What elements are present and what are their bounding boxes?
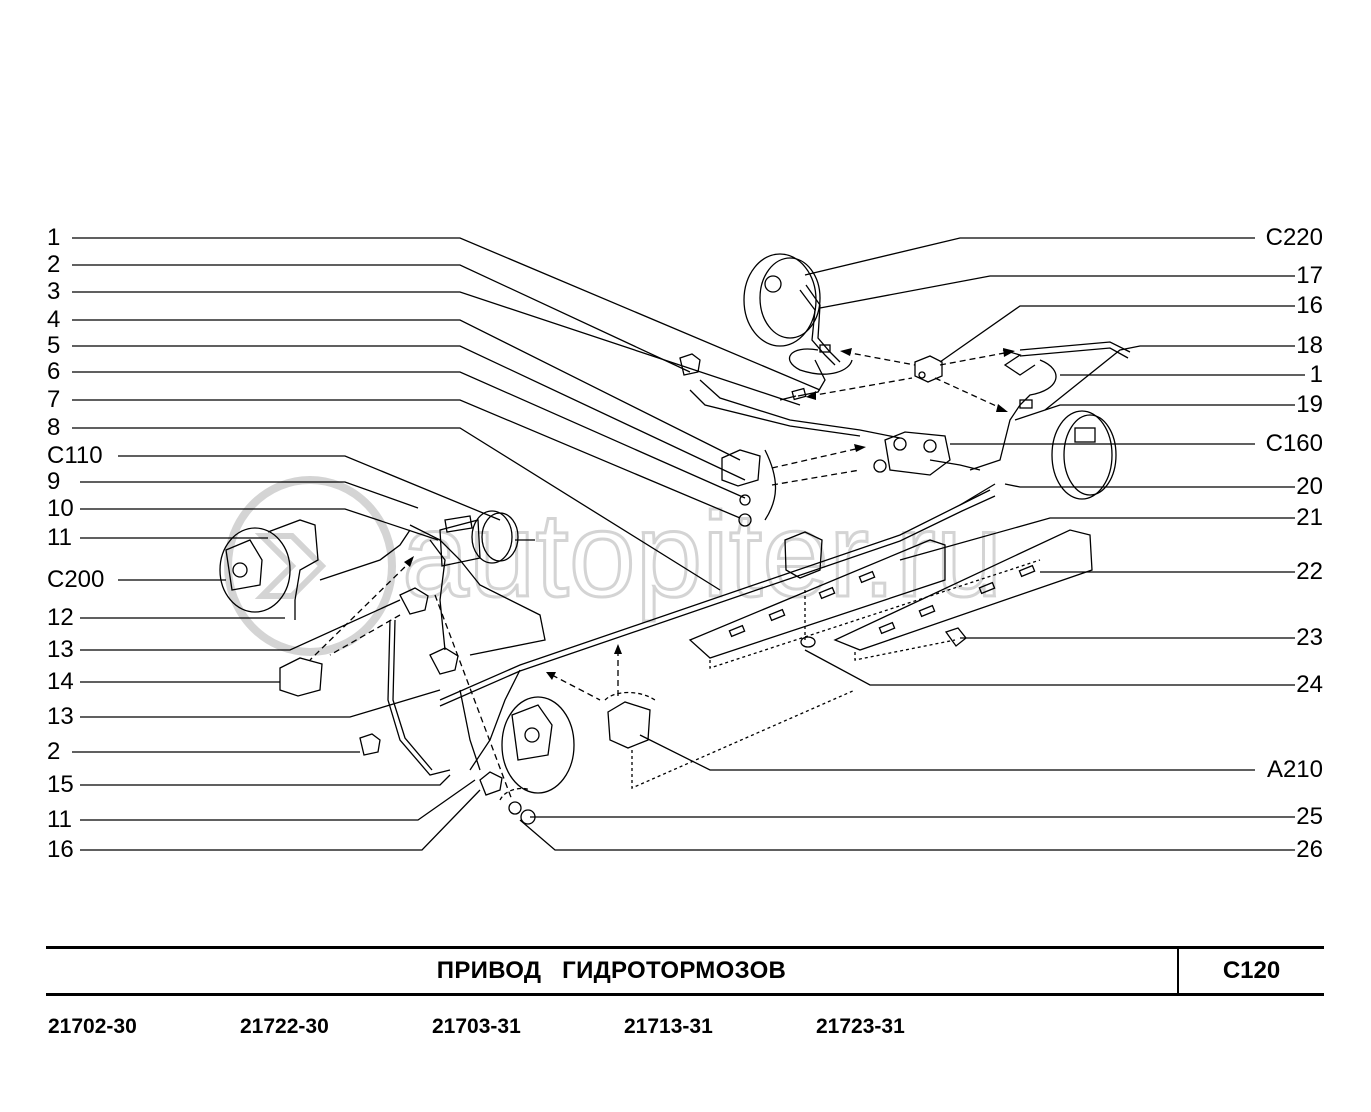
label-left-1: 1 — [47, 224, 61, 251]
nut-25-26 — [499, 787, 536, 825]
label-right-24: 24 — [1296, 671, 1323, 698]
label-left-12: 12 — [47, 604, 74, 631]
washer-24 — [800, 636, 816, 648]
leader-lines-left — [72, 237, 821, 851]
model-code: 21722-30 — [240, 1015, 329, 1038]
watermark-logo: autopiter.ru — [224, 476, 1004, 656]
title-separator — [1177, 949, 1179, 993]
label-left-14: 14 — [47, 668, 74, 695]
arrowheads — [404, 348, 1015, 680]
label-left-7: 7 — [47, 386, 61, 413]
clip-23 — [944, 627, 967, 647]
label-right-C160: C160 — [1265, 430, 1323, 457]
rail-22 — [833, 529, 1093, 651]
tee-fitting-top — [914, 355, 943, 383]
label-left-16: 16 — [47, 836, 74, 863]
label-left-6: 6 — [47, 358, 61, 385]
label-left-4: 4 — [47, 306, 61, 333]
label-right-21: 21 — [1296, 504, 1323, 531]
model-code: 21703-31 — [432, 1015, 521, 1038]
label-left-11: 11 — [47, 524, 72, 551]
label-left-13a: 13 — [47, 636, 74, 663]
dashed-arrows — [309, 351, 1011, 801]
diagram-title: ПРИВОД ГИДРОТОРМОЗОВ — [436, 957, 787, 984]
label-right-C220: C220 — [1265, 224, 1323, 251]
label-left-11b: 11 — [47, 806, 72, 833]
label-left-15: 15 — [47, 771, 74, 798]
label-right-18: 18 — [1296, 332, 1323, 359]
rail-21 — [688, 539, 946, 659]
rail-guides — [709, 559, 1041, 669]
label-left-9: 9 — [47, 468, 61, 495]
model-code: 21702-30 — [48, 1015, 137, 1038]
model-code: 21723-31 — [816, 1015, 905, 1038]
main-brake-pipes — [439, 379, 996, 707]
diagram-code: C120 — [1222, 957, 1281, 984]
clip-2 — [359, 353, 701, 756]
label-right-A210: A210 — [1266, 756, 1323, 783]
pressure-regulator — [873, 431, 981, 476]
rear-drum-top — [743, 253, 841, 366]
upper-hose — [779, 344, 853, 401]
label-right-1: 1 — [1309, 361, 1323, 388]
holder-21 — [784, 531, 823, 579]
label-left-C110: C110 — [47, 442, 103, 469]
label-left-2: 2 — [47, 251, 61, 278]
label-right-23: 23 — [1296, 624, 1323, 651]
label-left-C200: C200 — [47, 566, 105, 593]
title-block: ПРИВОД ГИДРОТОРМОЗОВ C120 — [46, 946, 1324, 996]
label-left-8: 8 — [47, 414, 61, 441]
watermark-text: autopiter.ru — [402, 488, 1002, 622]
label-right-22: 22 — [1296, 558, 1323, 585]
label-right-25: 25 — [1296, 803, 1323, 830]
label-right-19: 19 — [1296, 391, 1323, 418]
clip-11 — [479, 771, 503, 796]
clamp-group — [721, 449, 777, 527]
right-hose — [969, 341, 1131, 471]
label-left-10: 10 — [47, 495, 74, 522]
label-left-13b: 13 — [47, 703, 74, 730]
label-left-2b: 2 — [47, 738, 61, 765]
rear-drum-right — [1051, 410, 1117, 500]
label-right-16: 16 — [1296, 292, 1323, 319]
model-code: 21713-31 — [624, 1015, 713, 1038]
label-left-3: 3 — [47, 278, 61, 305]
master-cylinder-booster — [439, 510, 535, 567]
leader-lines-right — [519, 237, 1305, 851]
bracket-14 — [279, 657, 323, 697]
label-right-26: 26 — [1296, 836, 1323, 863]
label-left-5: 5 — [47, 332, 61, 359]
bracket-A210 — [604, 689, 856, 789]
front-caliper-left — [219, 527, 291, 613]
tee-13 — [399, 587, 459, 675]
front-pipes — [267, 519, 546, 776]
front-caliper-right — [501, 696, 575, 794]
label-right-20: 20 — [1296, 473, 1323, 500]
label-right-17: 17 — [1296, 262, 1323, 289]
